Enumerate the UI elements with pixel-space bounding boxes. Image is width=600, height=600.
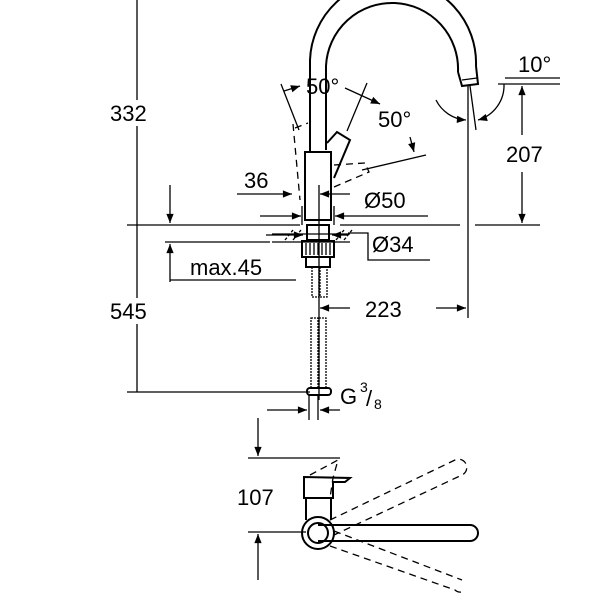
supply-hoses — [306, 266, 332, 420]
thread-denominator: 8 — [374, 396, 382, 412]
lever-angle-left-label: 50° — [306, 74, 339, 99]
thread-numerator: 3 — [360, 379, 368, 395]
body-diameter-label: Ø50 — [364, 188, 406, 213]
faucet-body: 50° 50° — [280, 74, 427, 221]
hose-length-label: 545 — [110, 299, 147, 324]
top-view-depth-label: 107 — [237, 485, 274, 510]
svg-text:/: / — [366, 386, 373, 411]
lever — [326, 130, 352, 179]
height-dimension: 332 545 — [108, 0, 310, 393]
spout-height-dimension: 207 — [506, 86, 543, 223]
spout-reach-dimension: 223 — [320, 297, 466, 322]
spout-angle-dimension: 10° — [435, 52, 560, 124]
spout-reach-label: 223 — [365, 297, 402, 322]
offset-dimension: 36 — [237, 168, 350, 400]
lever-angle-right-label: 50° — [378, 107, 411, 132]
handle — [318, 524, 479, 542]
body-diameter-dimension: Ø50 — [260, 188, 428, 225]
thread-dimension: G 3 / 8 — [267, 379, 382, 414]
spout-height-label: 207 — [506, 142, 543, 167]
top-view: 107 — [237, 418, 479, 593]
hole-diameter-label: Ø34 — [372, 232, 414, 257]
max-thickness-label: max.45 — [190, 255, 262, 280]
total-height-label: 332 — [110, 101, 147, 126]
spout-angle-label: 10° — [518, 52, 551, 77]
offset-label: 36 — [244, 168, 268, 193]
spout — [309, 0, 480, 318]
max-thickness-dimension: max.45 — [165, 185, 296, 282]
mounting-assembly: Ø34 — [266, 224, 430, 268]
thread-prefix-label: G — [340, 384, 357, 409]
